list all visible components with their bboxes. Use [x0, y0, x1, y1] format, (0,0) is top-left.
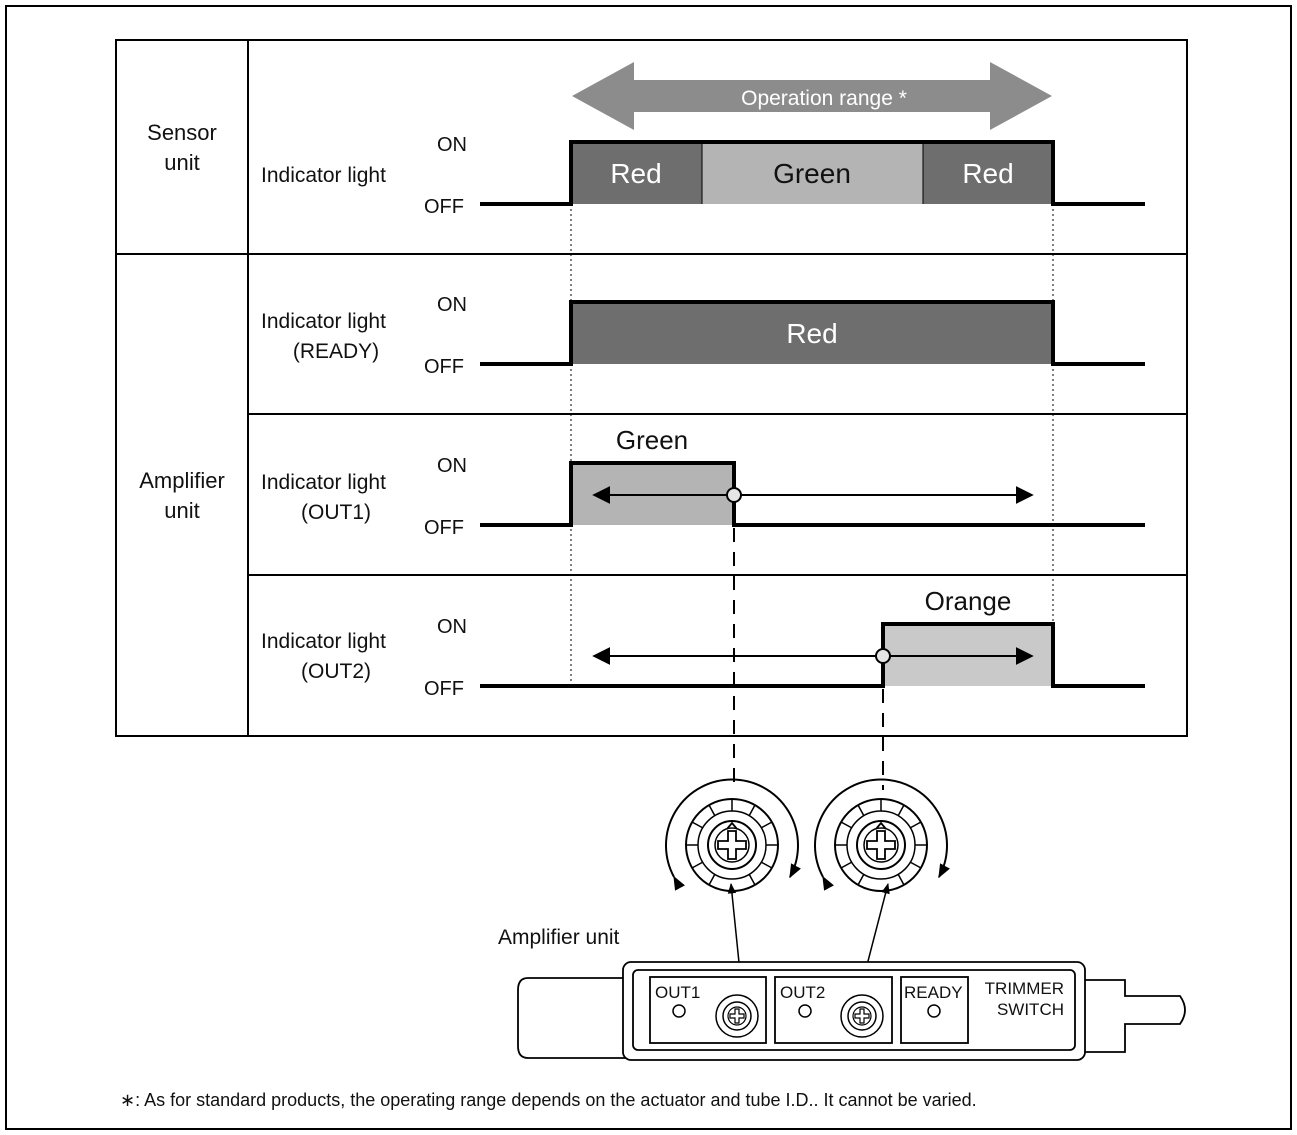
out2-color-label: Orange [925, 586, 1012, 616]
out2-on-label: ON [437, 616, 467, 638]
device-trimmer-label-2: SWITCH [997, 1000, 1064, 1019]
trimmer-leader-lines [733, 528, 884, 790]
sensor-on-label: ON [437, 134, 467, 156]
dotted-guides [570, 204, 1054, 688]
device-out2-led-icon [798, 1004, 812, 1018]
footnote: ∗: As for standard products, the operati… [120, 1090, 977, 1110]
out2-off-label: OFF [424, 678, 464, 700]
out1-on-label: ON [437, 455, 467, 477]
ready-segment-red [571, 302, 1053, 364]
out2-indicator-label-1: Indicator light [261, 630, 386, 653]
ready-segment-label: Red [786, 318, 837, 349]
amplifier-section-label-1: Amplifier [139, 468, 225, 493]
ready-signal-waveform [480, 300, 1145, 366]
trimmer-dial-out2-icon [814, 778, 950, 892]
device-out2-trimmer-icon[interactable] [840, 994, 884, 1038]
sensor-segment-label-red-right: Red [962, 158, 1013, 189]
sensor-section-label-2: unit [164, 150, 199, 175]
device-ready-led-icon [927, 1004, 941, 1018]
device-title: Amplifier unit [498, 926, 620, 949]
sensor-segment-red-right [923, 142, 1053, 204]
amplifier-section-label-2: unit [164, 498, 199, 523]
sensor-segment-label-red-left: Red [610, 158, 661, 189]
device-out1-trimmer-icon[interactable] [715, 994, 759, 1038]
out1-color-label: Green [616, 425, 688, 455]
trimmer-dial-out1-icon [665, 778, 801, 892]
device-out1-led-icon [672, 1004, 686, 1018]
timing-table [115, 39, 1188, 737]
sensor-section-label-1: Sensor [147, 120, 217, 145]
out1-signal-waveform [480, 461, 1145, 527]
out2-signal-waveform [480, 622, 1145, 688]
sensor-segment-label-green: Green [773, 158, 851, 189]
sensor-segment-green [702, 142, 923, 204]
operation-range-label: Operation range * [741, 87, 907, 110]
sensor-segment-red-left [571, 142, 702, 204]
device-out1-label: OUT1 [655, 983, 700, 1002]
ready-indicator-label-2: (READY) [293, 340, 379, 363]
out2-indicator-label-2: (OUT2) [301, 660, 371, 683]
device-trimmer-label-1: TRIMMER [985, 979, 1064, 998]
ready-off-label: OFF [424, 356, 464, 378]
out2-setpoint-marker [875, 648, 891, 664]
out1-indicator-label-2: (OUT1) [301, 501, 371, 524]
sensor-indicator-label: Indicator light [261, 164, 386, 187]
operation-range-arrow [572, 62, 1052, 130]
sensor-off-label: OFF [424, 196, 464, 218]
sensor-signal-waveform [480, 140, 1145, 206]
ready-indicator-label-1: Indicator light [261, 310, 386, 333]
out1-off-label: OFF [424, 517, 464, 539]
out1-indicator-label-1: Indicator light [261, 471, 386, 494]
ready-on-label: ON [437, 294, 467, 316]
out1-setpoint-marker [726, 487, 742, 503]
device-ready-label: READY [904, 983, 963, 1002]
device-out2-label: OUT2 [780, 983, 825, 1002]
outer-frame [5, 5, 1292, 1130]
